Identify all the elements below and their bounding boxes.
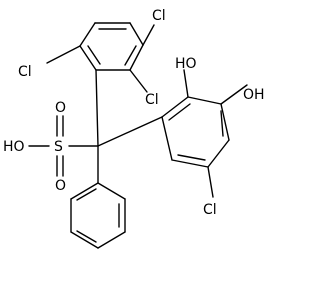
bond bbox=[46, 45, 81, 64]
upper-aryl-ring bbox=[79, 22, 144, 71]
bond bbox=[129, 22, 144, 46]
sulfur-label: S bbox=[54, 139, 63, 155]
bond-inner bbox=[124, 45, 137, 66]
hydroxyl-label: HO bbox=[175, 56, 197, 72]
bond-inner bbox=[87, 45, 101, 65]
bond bbox=[220, 84, 248, 105]
bond-inner bbox=[177, 154, 206, 161]
right-aryl-ring bbox=[161, 96, 230, 168]
phenyl-ring bbox=[70, 182, 126, 249]
chlorine-label: Cl bbox=[152, 8, 166, 24]
bond bbox=[79, 22, 96, 47]
diagram-canvas: Cl Cl Cl HO OH HO S O O Cl bbox=[3, 8, 265, 249]
bond bbox=[97, 116, 163, 147]
bond bbox=[70, 182, 99, 200]
bond bbox=[95, 69, 99, 147]
bond bbox=[129, 69, 148, 93]
bond bbox=[207, 166, 214, 198]
bond bbox=[79, 45, 97, 71]
bond-inner bbox=[76, 230, 97, 243]
sulfonic-hydroxyl-label: HO bbox=[3, 139, 25, 155]
bond bbox=[70, 231, 99, 249]
bond bbox=[220, 103, 230, 141]
bond bbox=[207, 139, 230, 168]
bond bbox=[171, 159, 209, 168]
bond bbox=[183, 69, 189, 98]
bond-inner bbox=[76, 188, 97, 201]
bond bbox=[161, 116, 173, 161]
hydroxyl-label: OH bbox=[243, 87, 265, 103]
oxygen-label: O bbox=[55, 178, 66, 194]
molecule-diagram: Cl Cl Cl HO OH HO S O O Cl bbox=[3, 8, 265, 249]
chlorine-label: Cl bbox=[145, 92, 159, 108]
bond bbox=[97, 231, 126, 249]
bond bbox=[187, 96, 222, 105]
chlorine-label: Cl bbox=[18, 64, 32, 80]
chlorine-label: Cl bbox=[203, 202, 217, 218]
bond-inner bbox=[168, 103, 191, 121]
bond bbox=[161, 96, 189, 118]
bond bbox=[142, 24, 155, 46]
oxygen-label: O bbox=[55, 100, 66, 116]
bond bbox=[97, 182, 126, 200]
bond bbox=[129, 44, 144, 71]
bond-inner bbox=[220, 110, 224, 137]
